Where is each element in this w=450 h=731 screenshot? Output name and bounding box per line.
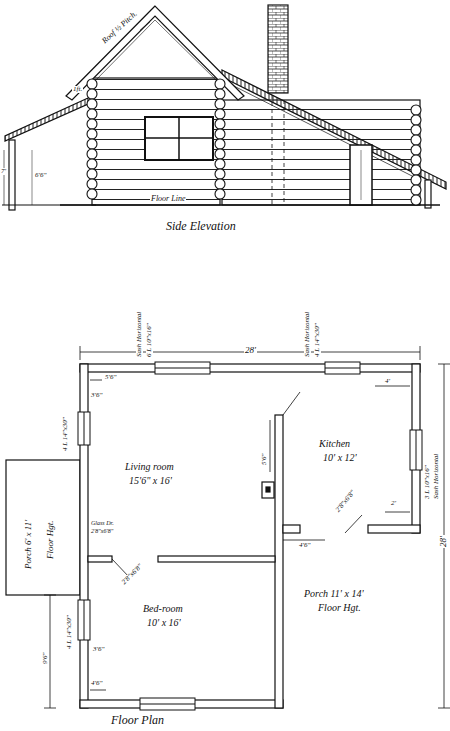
dimension-label: 5'6" xyxy=(104,374,117,381)
dimension-label: 4 L 14"x30" xyxy=(314,322,321,358)
dimension-label: 2'8"x6'8" xyxy=(334,489,357,515)
room-area: Bed-room 10' x 16' xyxy=(120,600,260,640)
log-end xyxy=(87,79,97,89)
log-end xyxy=(411,125,421,135)
drawing-caption: Floor Plan xyxy=(110,714,165,726)
room-name: Kitchen xyxy=(318,439,351,449)
dimension-label: 7' xyxy=(0,168,7,175)
log-end xyxy=(87,149,97,159)
dimension-label: 28' xyxy=(439,535,448,548)
log-end xyxy=(87,179,97,189)
log-end xyxy=(215,179,225,189)
log-end xyxy=(215,149,225,159)
room-area: Kitchen 10' x 12' xyxy=(300,435,405,475)
log-end xyxy=(411,195,421,205)
room-name: Porch 11' x 14' xyxy=(303,589,365,599)
room-size: 10' x 12' xyxy=(322,453,358,463)
log-end xyxy=(87,119,97,129)
log-end xyxy=(411,185,421,195)
dimension-label: 4 L 14"x30" xyxy=(62,416,69,452)
log-end xyxy=(411,165,421,175)
room-name: Bed-room xyxy=(142,604,184,614)
dimension-label: Sash Horizontal xyxy=(304,311,311,358)
log-end xyxy=(215,169,225,179)
dimension-label: 4' xyxy=(384,378,391,385)
log-end xyxy=(215,79,225,89)
dimension-label: 4'6" xyxy=(90,680,103,687)
log-end xyxy=(411,155,421,165)
dimension-label: 6'6" xyxy=(34,172,47,179)
log-end xyxy=(215,139,225,149)
log-end xyxy=(87,129,97,139)
log-end xyxy=(215,99,225,109)
log-end xyxy=(87,99,97,109)
room-area: Porch 6' x 11' Floor Hgt. xyxy=(6,460,80,595)
dimension-label: 4 L 14"x30" xyxy=(66,614,73,650)
dimension-label: 1ft. xyxy=(72,86,83,93)
dimension-label: Sash Horizontal xyxy=(433,453,440,500)
log-end xyxy=(411,135,421,145)
log-end xyxy=(87,139,97,149)
log-end xyxy=(215,129,225,139)
dimension-label: 2'8"x6'8" xyxy=(90,528,114,534)
room-name: Living room xyxy=(124,462,175,472)
room-size: 15'6" x 16' xyxy=(128,476,173,486)
log-end xyxy=(215,119,225,129)
dimension-label: 2' xyxy=(390,500,397,507)
dimension-label: 3'6" xyxy=(92,646,105,653)
drawing-caption: Side Elevation xyxy=(165,220,237,232)
log-end xyxy=(87,159,97,169)
dimension-label: 2'8"x6'8" xyxy=(120,562,145,587)
dimension-label: Sash Horizontal xyxy=(136,311,143,358)
dimension-label: Glass Dr. xyxy=(90,520,115,526)
log-end xyxy=(87,89,97,99)
log-end xyxy=(411,105,421,115)
log-end xyxy=(87,189,97,199)
room-size: 10' x 16' xyxy=(146,618,182,628)
dimension-label: 6 L 10"x16" xyxy=(146,322,153,358)
dimension-label: 3'6" xyxy=(90,392,103,399)
dimension-label: 3 L 10"x16" xyxy=(424,464,431,500)
log-end xyxy=(215,189,225,199)
log-end xyxy=(215,109,225,119)
log-end xyxy=(215,159,225,169)
dimension-label: Floor Line xyxy=(150,195,186,203)
log-end xyxy=(215,89,225,99)
room-name: Porch 6' x 11' xyxy=(24,519,33,570)
dimension-label: 28' xyxy=(244,346,257,355)
log-end xyxy=(411,115,421,125)
dimension-label: 5'6" xyxy=(261,453,268,466)
log-end xyxy=(411,145,421,155)
log-end xyxy=(411,175,421,185)
dimension-label: 9'6" xyxy=(42,652,49,665)
room-size: Floor Hgt. xyxy=(317,603,362,613)
room-size: Floor Hgt. xyxy=(46,519,55,560)
dimension-label: 4'6" xyxy=(298,542,311,549)
room-area: Living room 15'6" x 16' xyxy=(110,458,260,498)
log-end xyxy=(87,169,97,179)
log-end xyxy=(87,109,97,119)
room-area: Porch 11' x 14' Floor Hgt. xyxy=(295,585,405,625)
